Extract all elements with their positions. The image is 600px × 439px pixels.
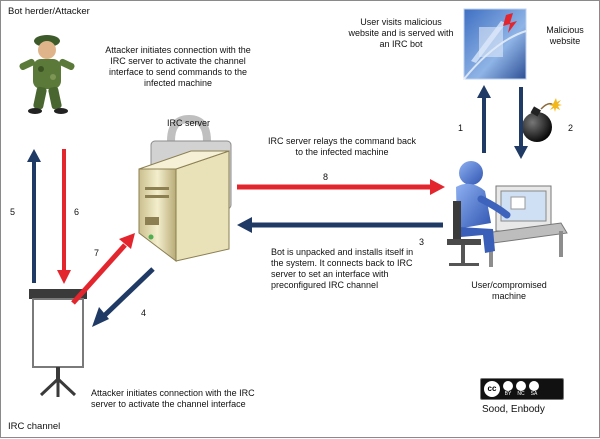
irc-channel-screen	[29, 289, 87, 397]
arrow-step-4	[92, 267, 155, 327]
license-nc-text: NC	[517, 391, 525, 397]
license-by-text: BY	[504, 391, 512, 397]
attacker-figure	[19, 35, 75, 114]
malicious-website-label: Malicious website	[546, 25, 584, 46]
bot-herder-label: Bot herder/Attacker	[8, 6, 90, 17]
user-visits-label: User visits malicious website and is ser…	[348, 17, 454, 49]
irc-channel-label: IRC channel	[8, 421, 61, 432]
arrow-step-5	[27, 149, 41, 283]
step-number-3: 3	[419, 237, 425, 247]
cc-icon: cc	[484, 381, 500, 397]
arrow-step-3	[237, 217, 443, 233]
bomb-icon	[522, 98, 562, 142]
irc-relays-label: IRC server relays the command back to th…	[267, 136, 417, 157]
step-number-8: 8	[323, 172, 329, 182]
noncommercial-icon: NC	[516, 381, 526, 397]
flow-arrows	[27, 85, 528, 327]
step-number-5: 5	[10, 207, 16, 217]
step-number-2: 2	[568, 123, 574, 133]
arrow-step-1	[477, 85, 491, 153]
arrow-step-2	[514, 87, 528, 159]
arrow-step-8	[237, 179, 445, 195]
attacker-initiates-bottom-label: Attacker initiates connection with the I…	[91, 388, 255, 409]
compromised-machine-image	[447, 161, 568, 267]
malicious-website-image	[463, 8, 527, 80]
license-sa-text: SA	[530, 391, 538, 397]
step-number-4: 4	[141, 308, 147, 318]
attacker-initiates-top-label: Attacker initiates connection with the I…	[105, 45, 251, 88]
credit-label: Sood, Enbody	[482, 404, 545, 415]
sharealike-icon: SA	[529, 381, 539, 397]
step-number-6: 6	[74, 207, 80, 217]
arrow-step-6	[57, 149, 71, 284]
user-compromised-label: User/compromised machine	[471, 280, 547, 301]
irc-server-image	[138, 114, 232, 263]
step-number-7: 7	[94, 248, 100, 258]
cc-license-badge: cc BY NC SA	[480, 378, 564, 400]
irc-server-label: IRC server	[167, 118, 211, 128]
step-number-1: 1	[458, 123, 464, 133]
arrow-step-7	[71, 233, 135, 305]
attribution-icon: BY	[503, 381, 513, 397]
bot-unpacked-label: Bot is unpacked and installs itself in t…	[271, 247, 414, 290]
